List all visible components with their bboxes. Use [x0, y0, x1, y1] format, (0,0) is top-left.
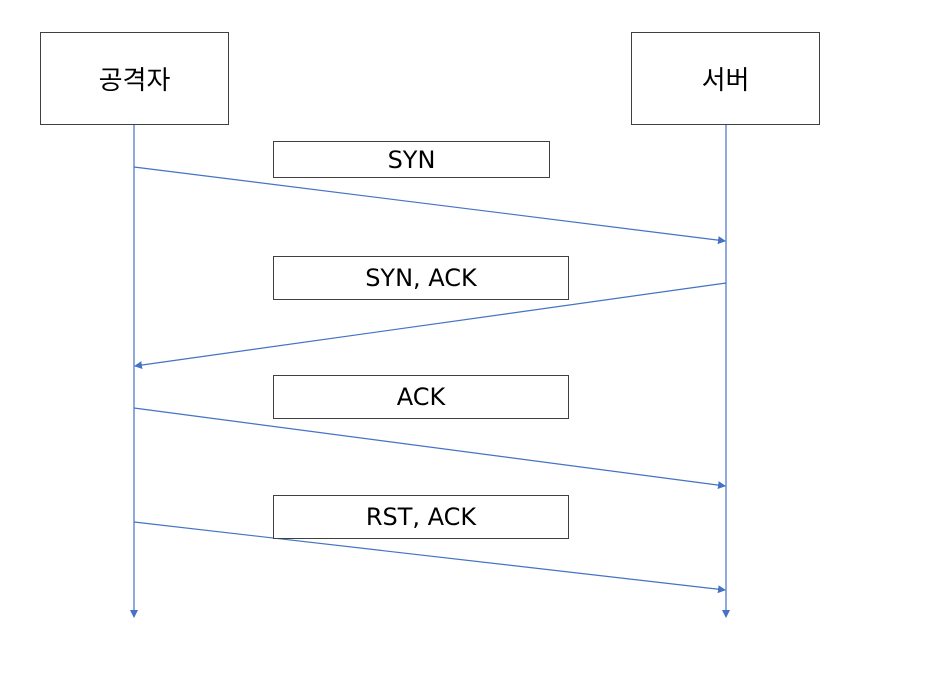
message-syn-ack-label: SYN, ACK: [365, 264, 477, 292]
arrow-syn-ack: [134, 282, 727, 369]
message-rst-ack-label: RST, ACK: [365, 503, 477, 531]
message-ack: ACK: [273, 375, 569, 419]
actor-attacker: 공격자: [40, 32, 229, 125]
arrow-syn: [133, 166, 726, 245]
message-syn: SYN: [273, 141, 550, 178]
actor-server-label: 서버: [701, 66, 750, 96]
arrow-ack: [133, 407, 726, 490]
message-rst-ack: RST, ACK: [273, 495, 569, 539]
message-syn-ack: SYN, ACK: [273, 256, 569, 300]
arrow-rst-ack: [133, 521, 726, 594]
actor-server: 서버: [631, 32, 820, 125]
actor-attacker-label: 공격자: [98, 66, 171, 96]
message-ack-label: ACK: [396, 383, 446, 411]
message-syn-label: SYN: [387, 145, 436, 174]
